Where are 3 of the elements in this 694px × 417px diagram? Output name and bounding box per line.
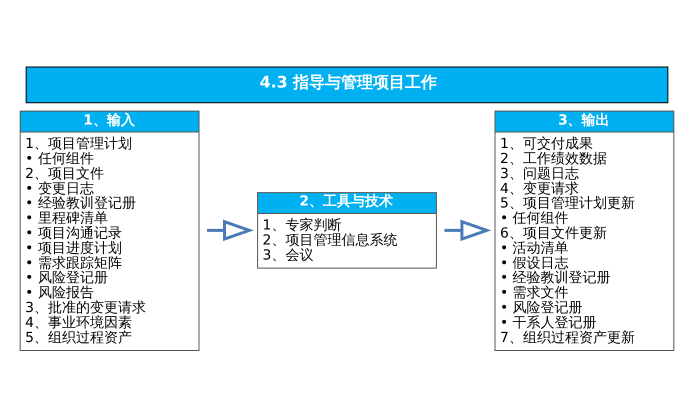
arrow	[207, 220, 254, 242]
arrow	[444, 220, 492, 242]
diagram-title: 4.3 指导与管理项目工作	[260, 72, 438, 92]
